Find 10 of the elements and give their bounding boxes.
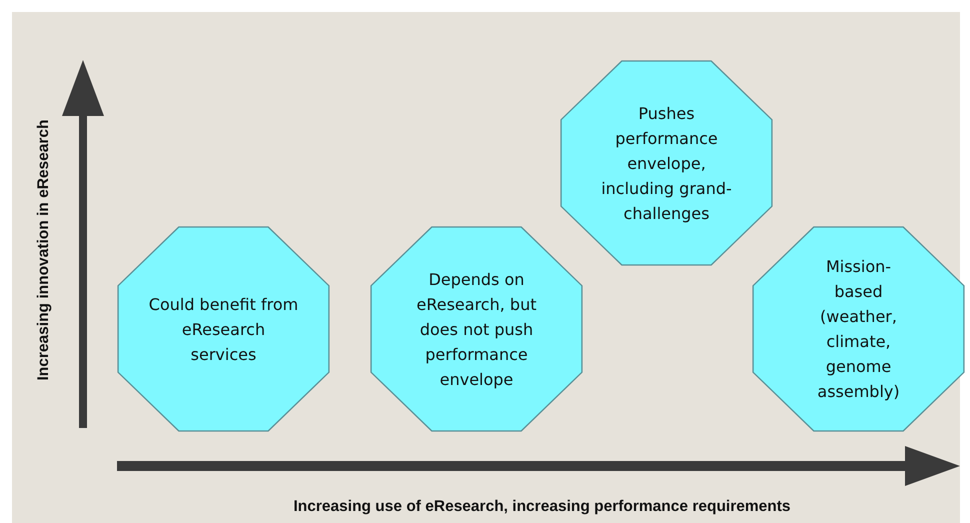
axis-label: Increasing innovation in eResearch [35,120,53,380]
octagon-text: Mission-based (weather, climate, genome assembly) [816,256,901,403]
octagon-text: Depends on eResearch, but does not push performance envelope [416,268,538,390]
octagon-box [370,226,583,432]
octagon-text: Pushes performance envelope, including grand-challenges [600,102,733,224]
octagon-box [117,226,330,432]
octagon-box [752,226,965,432]
axis-label: Increasing use of eResearch, increasing performance requirements [293,498,791,516]
octagon-box [560,60,773,266]
octagon-text: Could benefit from eResearch services [148,294,298,366]
